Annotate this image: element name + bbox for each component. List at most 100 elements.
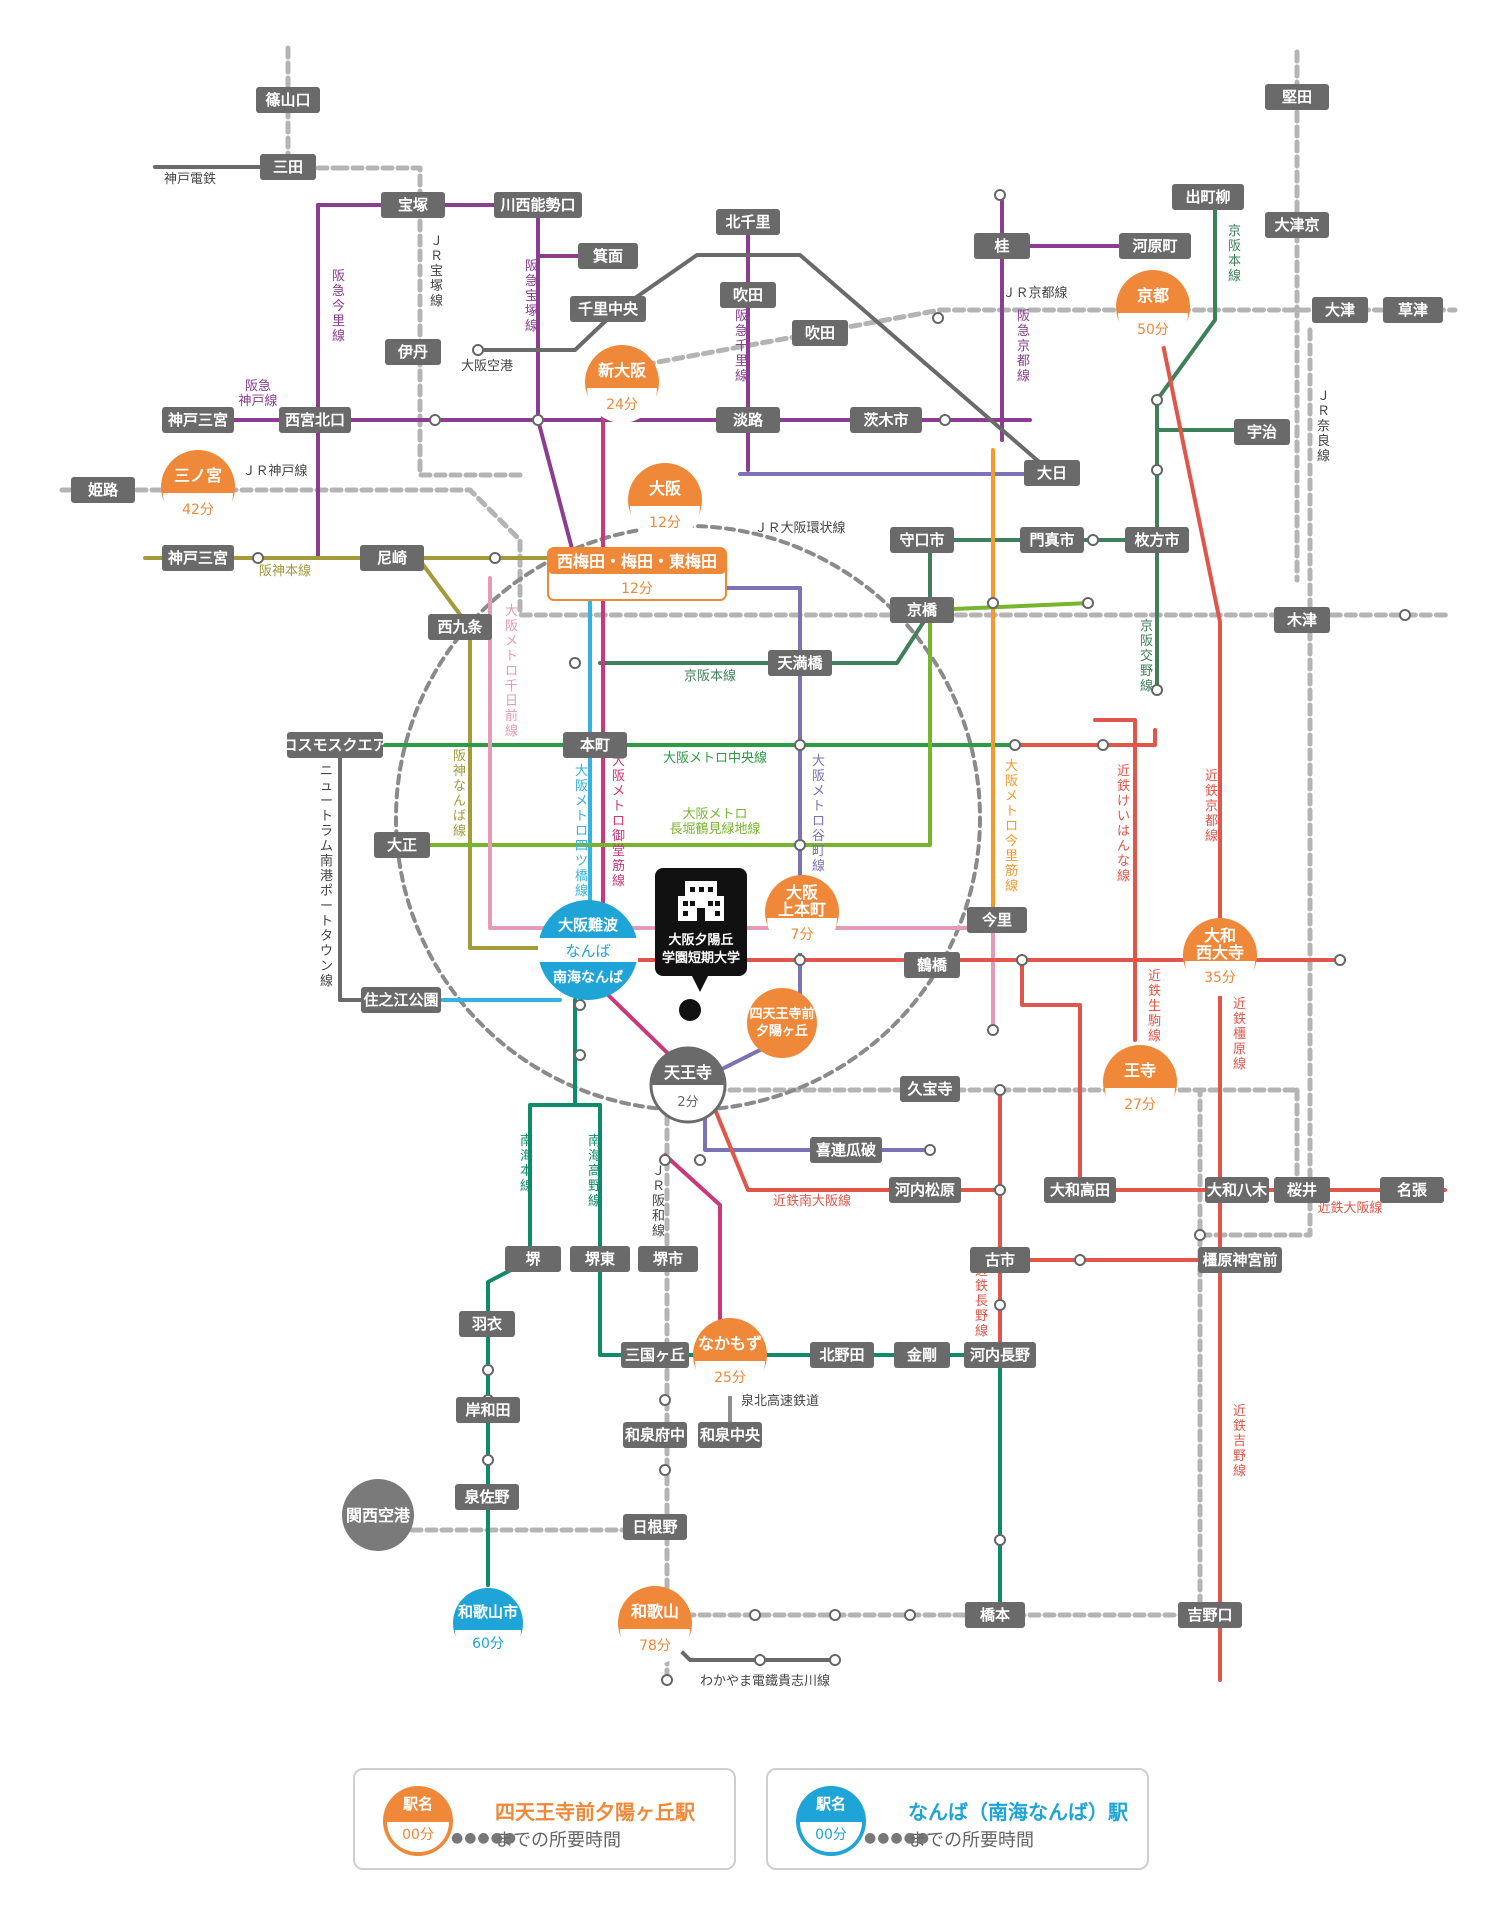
station-kudara[interactable]: 久宝寺 bbox=[900, 1076, 960, 1102]
station-kawanishinose[interactable]: 川西能勢口 bbox=[494, 192, 582, 218]
station-himeji-label: 姫路 bbox=[88, 481, 119, 499]
station-hagoromo[interactable]: 羽衣 bbox=[459, 1311, 515, 1337]
station-suita2[interactable]: 吹田 bbox=[792, 320, 848, 346]
station-wakayamashi[interactable]: 和歌山市 60分 bbox=[453, 1588, 523, 1663]
station-kireuriwari[interactable]: 喜連瓜破 bbox=[810, 1137, 882, 1163]
station-izumichuo[interactable]: 和泉中央 bbox=[698, 1422, 762, 1448]
station-sakurai[interactable]: 桜井 bbox=[1274, 1177, 1330, 1203]
station-kishiwada-label: 岸和田 bbox=[465, 1401, 510, 1419]
station-hineno[interactable]: 日根野 bbox=[623, 1514, 687, 1540]
station-kitasenri[interactable]: 北千里 bbox=[716, 209, 780, 235]
station-otsukyo[interactable]: 大津京 bbox=[1265, 212, 1329, 238]
station-kyobashi-label: 京橋 bbox=[907, 601, 938, 619]
station-yoshinoguchi[interactable]: 吉野口 bbox=[1178, 1602, 1242, 1628]
station-izumisano[interactable]: 泉佐野 bbox=[455, 1484, 519, 1510]
legend-blue-desc: までの所要時間 bbox=[908, 1830, 1034, 1851]
station-dainichi[interactable]: 大日 bbox=[1024, 460, 1080, 486]
station-takarazuka[interactable]: 宝塚 bbox=[381, 192, 445, 218]
station-kawachinagano[interactable]: 河内長野 bbox=[964, 1342, 1036, 1368]
station-nabari[interactable]: 名張 bbox=[1380, 1177, 1444, 1203]
line-label-metro-yotsubashi: 大阪メトロ四ツ橋線 bbox=[575, 764, 588, 899]
station-suminoekoen[interactable]: 住之江公園 bbox=[361, 987, 441, 1013]
station-uehommachi-time: 7分 bbox=[791, 927, 814, 943]
station-amagasaki[interactable]: 尼崎 bbox=[360, 545, 424, 571]
station-minoh[interactable]: 箕面 bbox=[578, 243, 638, 269]
line-label-hanshin-main: 阪神本線 bbox=[259, 563, 311, 579]
station-hashimoto[interactable]: 橋本 bbox=[965, 1602, 1025, 1628]
station-tenmabashi[interactable]: 天満橋 bbox=[768, 650, 832, 676]
station-ibarakishi[interactable]: 茨木市 bbox=[850, 407, 922, 433]
station-demachiyanagi[interactable]: 出町柳 bbox=[1172, 184, 1244, 210]
station-sasayamaguchi-label: 篠山口 bbox=[265, 91, 310, 109]
station-dainichi-label: 大日 bbox=[1037, 464, 1067, 482]
station-mikunigaoka[interactable]: 三国ヶ丘 bbox=[621, 1342, 689, 1368]
school-marker[interactable]: 大阪夕陽丘学園短期大学 bbox=[655, 868, 747, 1021]
station-nara-time: 27分 bbox=[1124, 1097, 1156, 1113]
minor-station-dot bbox=[994, 189, 1006, 201]
station-itami[interactable]: 伊丹 bbox=[385, 339, 441, 365]
legend-blue-station: なんば（南海なんば）駅 bbox=[908, 1800, 1128, 1824]
station-kyobashi[interactable]: 京橋 bbox=[890, 597, 954, 623]
station-katata[interactable]: 堅田 bbox=[1265, 84, 1329, 110]
station-kusatsu[interactable]: 草津 bbox=[1383, 297, 1443, 323]
station-kobesannomiya1[interactable]: 神戸三宮 bbox=[162, 407, 234, 433]
station-yamatoyagi[interactable]: 大和八木 bbox=[1205, 1177, 1269, 1203]
station-furuichi[interactable]: 古市 bbox=[970, 1247, 1030, 1273]
station-kawaramachi[interactable]: 河原町 bbox=[1119, 233, 1191, 259]
station-awaji[interactable]: 淡路 bbox=[716, 407, 780, 433]
station-amagasaki-label: 尼崎 bbox=[377, 549, 407, 567]
station-otsu[interactable]: 大津 bbox=[1312, 297, 1368, 323]
station-sakaihigashi[interactable]: 堺東 bbox=[570, 1246, 630, 1272]
station-uji[interactable]: 宇治 bbox=[1234, 419, 1290, 445]
line-label-kintetsu-ikoma: 近鉄けいはんな線 bbox=[1117, 764, 1130, 884]
station-hirakatashi[interactable]: 枚方市 bbox=[1125, 527, 1189, 553]
station-kitanoda[interactable]: 北野田 bbox=[810, 1342, 874, 1368]
station-katsura[interactable]: 桂 bbox=[974, 233, 1030, 259]
station-himeji[interactable]: 姫路 bbox=[71, 477, 135, 503]
station-kansai-airport[interactable]: 関西空港 bbox=[342, 1479, 414, 1551]
station-tennoji[interactable]: 天王寺 2分 bbox=[649, 1046, 727, 1124]
station-nishikujo[interactable]: 西九条 bbox=[428, 614, 492, 640]
station-izumifuchu[interactable]: 和泉府中 bbox=[623, 1422, 687, 1448]
station-sakai[interactable]: 堺 bbox=[505, 1246, 561, 1272]
station-shitennojimae[interactable]: 四天王寺前夕陽ヶ丘 bbox=[747, 988, 817, 1058]
line-label-kintetsu-kyoto: 近鉄京都線 bbox=[1205, 769, 1218, 844]
station-taisho[interactable]: 大正 bbox=[374, 832, 430, 858]
station-kongo[interactable]: 金剛 bbox=[894, 1342, 950, 1368]
station-moriguchishi[interactable]: 守口市 bbox=[890, 527, 954, 553]
umeda-time: 12分 bbox=[621, 581, 653, 597]
station-kawachimatsubara[interactable]: 河内松原 bbox=[889, 1177, 961, 1203]
station-sasayamaguchi[interactable]: 篠山口 bbox=[256, 87, 320, 113]
line-label-hankyu-kobe: 阪急神戸線 bbox=[238, 379, 277, 409]
station-cosmosquare[interactable]: コスモスクエア bbox=[282, 732, 388, 758]
station-suita1[interactable]: 吹田 bbox=[720, 282, 776, 308]
station-kobesannomiya2[interactable]: 神戸三宮 bbox=[162, 545, 234, 571]
station-nishinomiyakitaguchi[interactable]: 西宮北口 bbox=[279, 407, 351, 433]
station-katsura-label: 桂 bbox=[993, 237, 1009, 255]
station-senrichuo[interactable]: 千里中央 bbox=[570, 296, 646, 322]
station-kishiwada[interactable]: 岸和田 bbox=[456, 1397, 520, 1423]
station-umeda[interactable]: 西梅田・梅田・東梅田 12分 bbox=[547, 547, 727, 601]
station-kadomashi[interactable]: 門真市 bbox=[1020, 527, 1084, 553]
school-location-dot bbox=[679, 999, 701, 1021]
station-sakaishi[interactable]: 堺市 bbox=[638, 1246, 698, 1272]
station-yamatotakada[interactable]: 大和高田 bbox=[1044, 1177, 1116, 1203]
station-kashiharajingumae[interactable]: 橿原神宮前 bbox=[1198, 1247, 1282, 1273]
station-kobesannomiya2-label: 神戸三宮 bbox=[168, 549, 228, 567]
station-imazato[interactable]: 今里 bbox=[967, 907, 1027, 933]
station-sanda[interactable]: 三田 bbox=[260, 154, 316, 180]
station-tsuruhashi[interactable]: 鶴橋 bbox=[904, 952, 960, 978]
station-hommachi[interactable]: 本町 bbox=[563, 732, 627, 758]
station-kizu[interactable]: 木津 bbox=[1274, 607, 1330, 633]
station-namba[interactable]: 大阪難波 なんば 南海なんば bbox=[538, 900, 638, 1000]
legend-orange-desc: までの所要時間 bbox=[495, 1830, 621, 1851]
